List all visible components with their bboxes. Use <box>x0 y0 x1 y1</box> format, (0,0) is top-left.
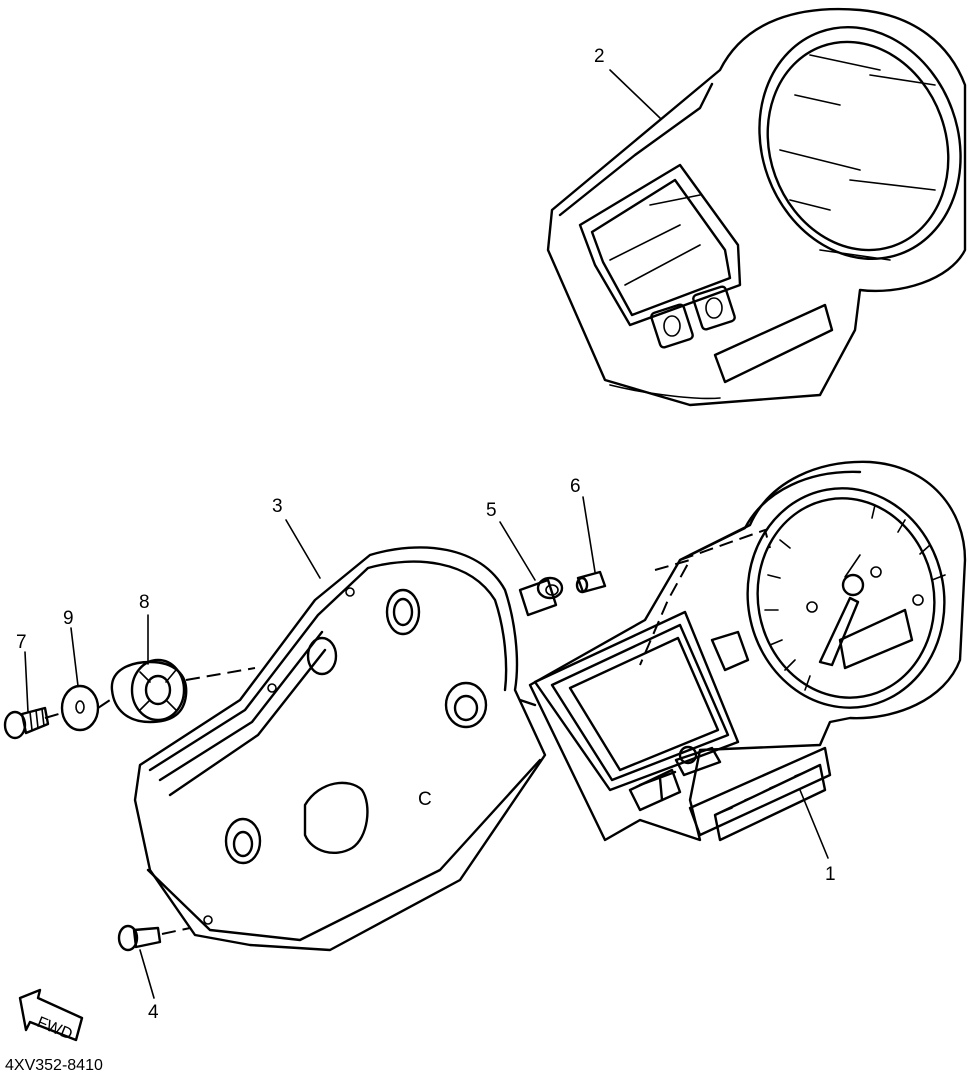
callout-8: 8 <box>139 592 150 613</box>
callout-labels: 2 3 5 6 8 9 7 4 1 <box>16 46 836 1023</box>
callout-5: 5 <box>486 500 497 521</box>
callout-2: 2 <box>594 46 605 67</box>
screw-part-4 <box>117 924 162 952</box>
diagram-code: 4XV352-8410 <box>5 1057 103 1074</box>
meter-cover-part-2 <box>546 7 967 407</box>
washer-part-9 <box>60 684 100 732</box>
callout-3: 3 <box>272 496 283 517</box>
callout-1: 1 <box>825 864 836 885</box>
leader-lines <box>24 69 829 999</box>
housing-mark-c: C <box>418 789 432 810</box>
meter-housing-part-3: C <box>133 546 547 952</box>
meter-assembly-part-1 <box>528 460 967 842</box>
callout-4: 4 <box>148 1002 159 1023</box>
grommet-part-8 <box>110 658 188 724</box>
bolt-part-7 <box>3 706 50 740</box>
callout-7: 7 <box>16 632 27 653</box>
callout-6: 6 <box>570 476 581 497</box>
callout-9: 9 <box>63 608 74 629</box>
bulb-part-6 <box>575 570 607 594</box>
bulb-socket-part-5 <box>518 576 564 617</box>
fwd-arrow-icon: FWD <box>18 988 84 1043</box>
